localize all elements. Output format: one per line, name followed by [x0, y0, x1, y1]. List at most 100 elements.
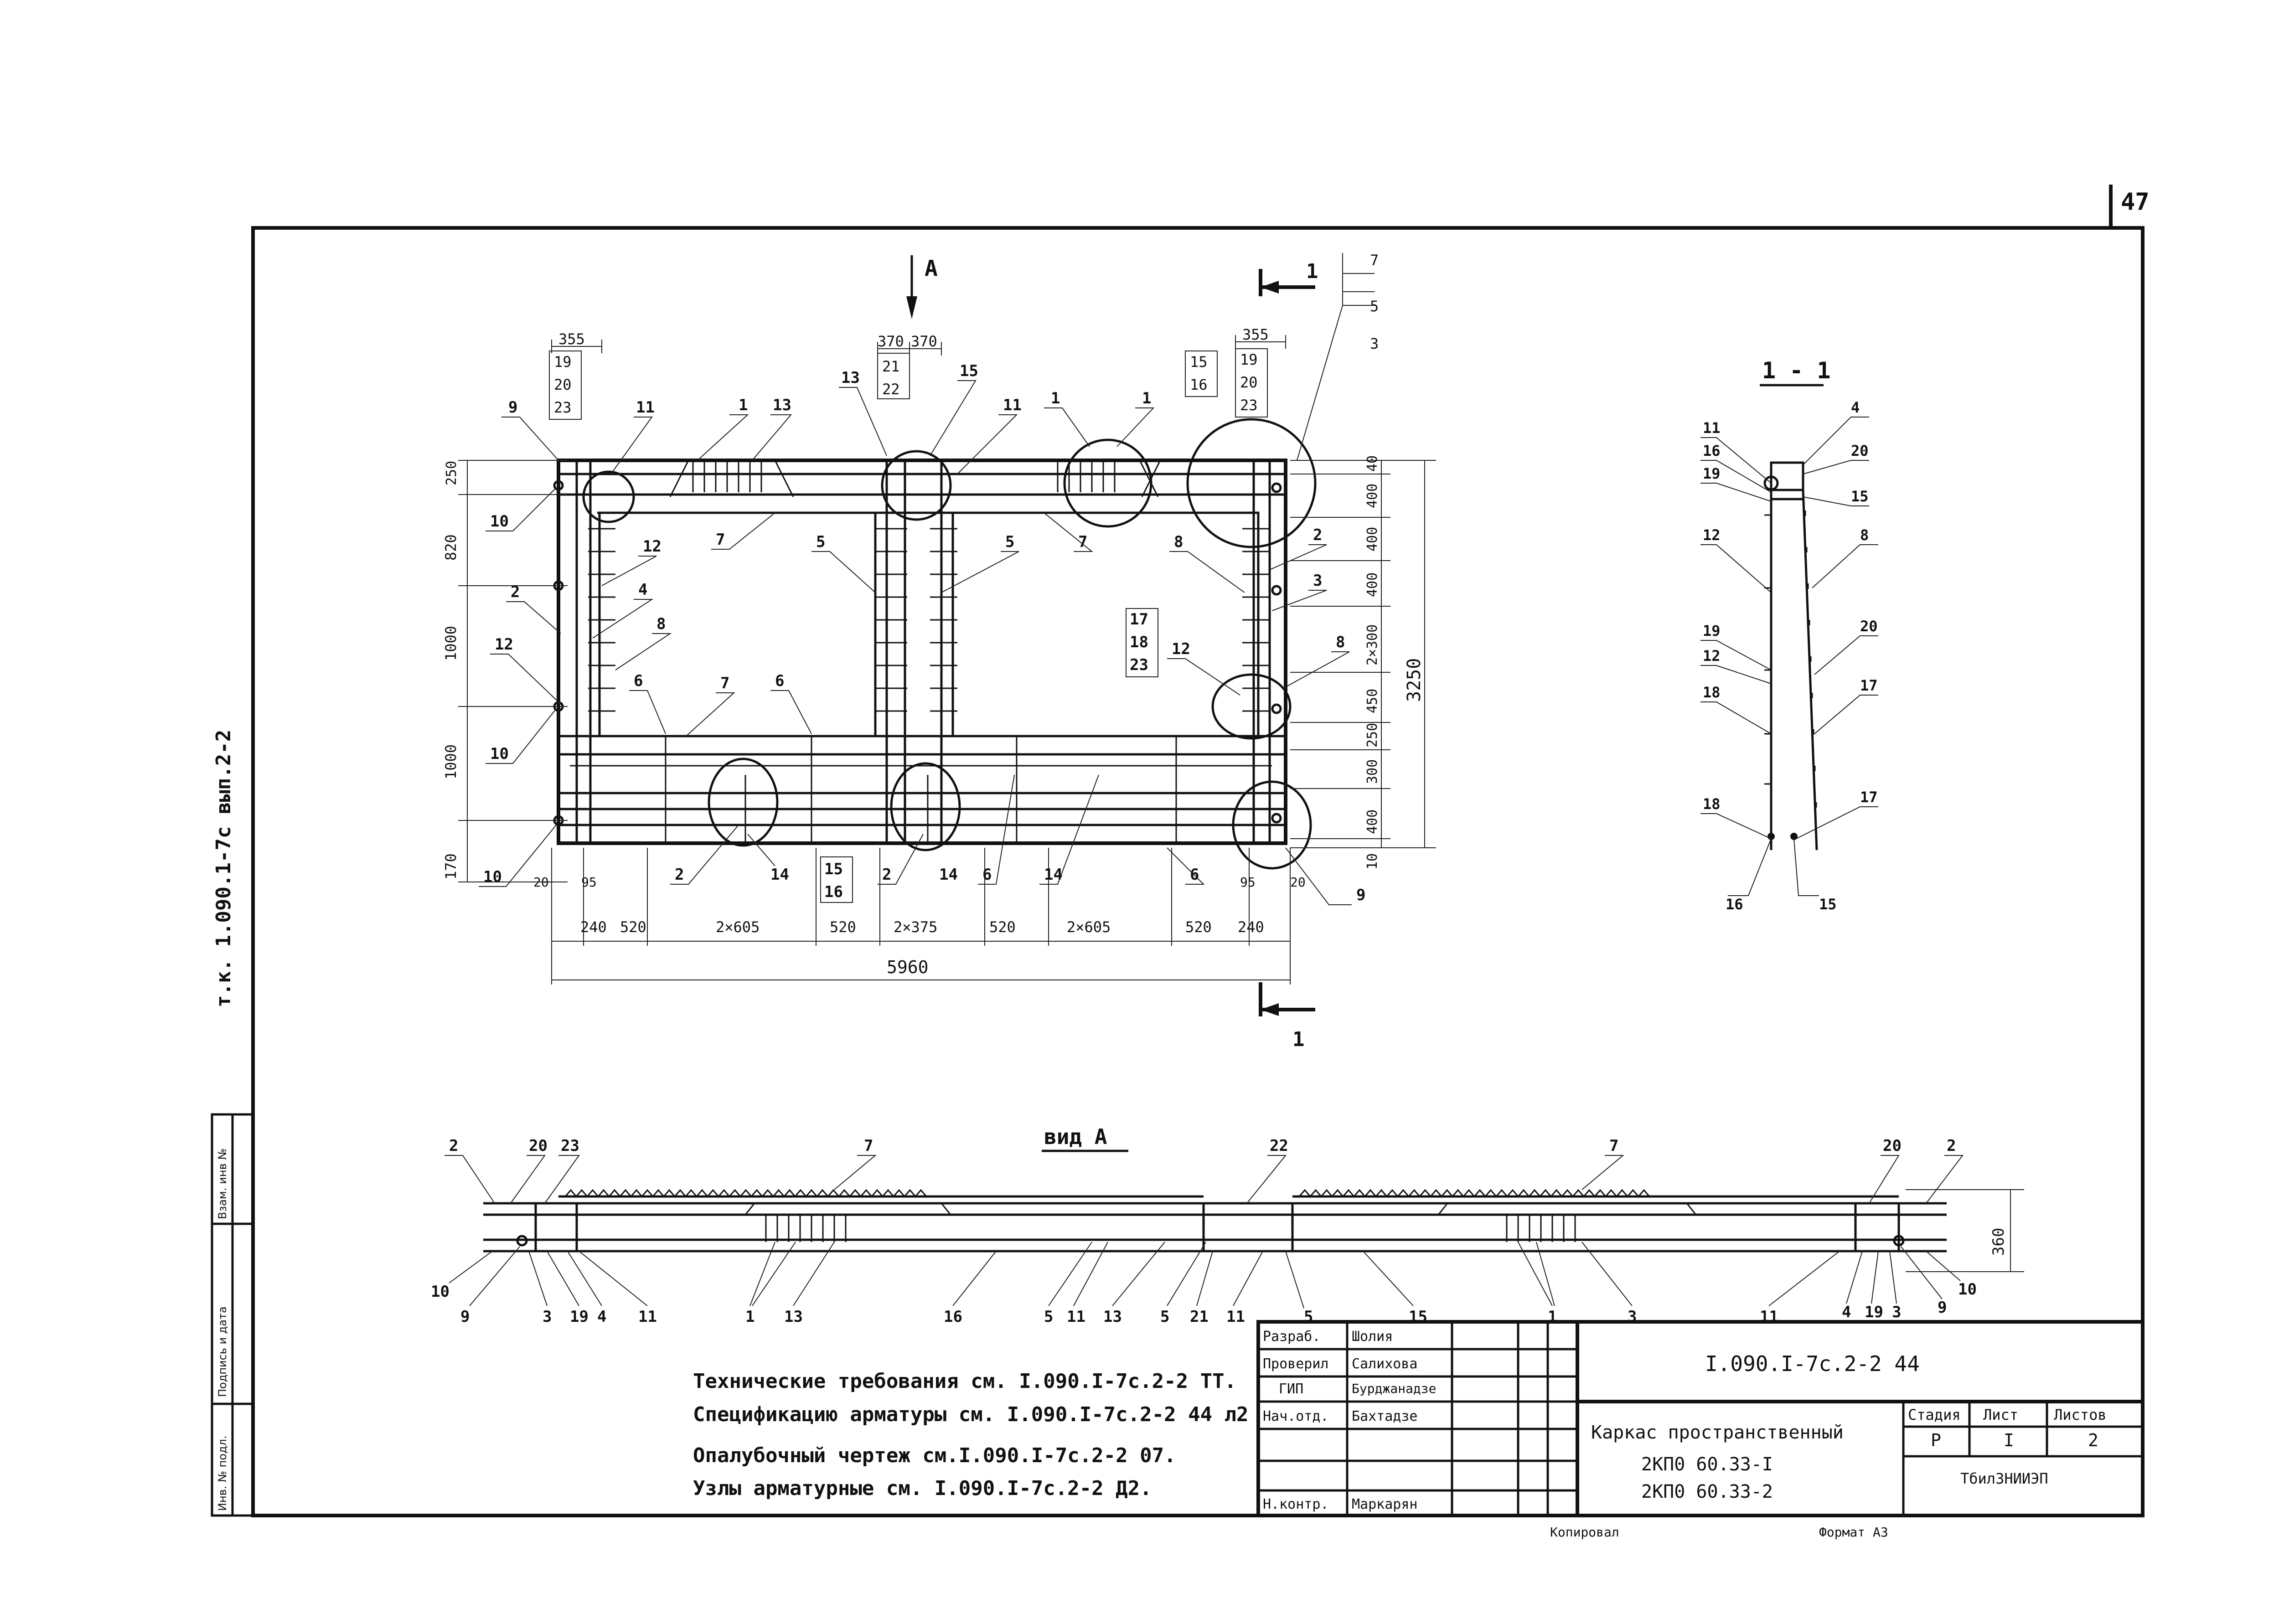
va-leader-23	[544, 1155, 580, 1204]
tb-doc-code: I.090.I-7с.2-2 44	[1705, 1351, 1920, 1376]
callout-3b: 3	[1313, 572, 1322, 590]
leader-1	[697, 414, 749, 461]
va-leader-11d	[1768, 1251, 1840, 1306]
plan-top-ticks-right	[1057, 460, 1116, 492]
callout-14b: 14	[939, 866, 958, 884]
plan-stirrups-mid	[875, 528, 907, 712]
dim-top-mid-b: 370	[911, 333, 937, 350]
leader-7b	[686, 692, 735, 737]
va-callout-13: 13	[784, 1308, 803, 1326]
view-a-mark: А	[925, 256, 938, 281]
leader-14	[747, 834, 775, 866]
dim-bottom-h: 520	[1185, 918, 1212, 936]
va-callout-3: 3	[543, 1308, 552, 1326]
view-a-serration-right	[1298, 1189, 1650, 1198]
va-callout-23: 23	[561, 1137, 579, 1155]
pin-5	[1271, 482, 1282, 493]
plan-top-ticks-left	[692, 460, 762, 492]
leader-12c	[490, 654, 561, 705]
plan-cage-outline	[557, 459, 1287, 845]
dim-top-left-box	[549, 351, 582, 420]
dim-small-d: 20	[1290, 875, 1306, 890]
leader-9b	[1285, 847, 1352, 905]
dim-bottom-total: 5960	[887, 957, 929, 977]
pin-1	[553, 480, 564, 491]
plan-stirrups-left	[588, 528, 615, 712]
view-a-arrow-head	[906, 296, 917, 319]
dim-top-mid-d: 22	[882, 381, 900, 398]
leader-4	[592, 599, 654, 639]
leader-11b	[957, 414, 1018, 474]
sec-leader-16b	[1728, 838, 1772, 896]
va-leader-20	[510, 1155, 546, 1204]
tb-role-2: Проверил	[1263, 1356, 1329, 1372]
va-callout-13b: 13	[1103, 1308, 1122, 1326]
section-ticks-left	[1764, 514, 1771, 785]
va-callout-19b: 19	[1865, 1303, 1883, 1321]
callout-7: 7	[1370, 252, 1379, 269]
dim-bottom-c: 2×605	[716, 918, 760, 936]
dim-right-j: 10	[1364, 853, 1380, 870]
plan-view: А 1 1 355 19 20 23 370 370 21 22 15 16 3…	[442, 252, 1436, 1051]
callout-4: 4	[638, 581, 647, 599]
node-circle-4	[1186, 418, 1317, 548]
dim-right-f: 450	[1364, 689, 1380, 713]
plan-stirrups-mid-2	[930, 528, 957, 712]
callout-2d: 2	[882, 866, 891, 884]
dim-top-right-line	[1235, 335, 1286, 349]
va-callout-10b: 10	[1958, 1280, 1977, 1299]
va-callout-9: 9	[460, 1308, 470, 1326]
title-block-cols	[1346, 1322, 1549, 1516]
pin-8	[1271, 813, 1282, 824]
dim-left-ext	[458, 460, 568, 882]
dim-left-b: 820	[442, 534, 460, 561]
dim-bottom-i: 240	[1238, 918, 1264, 936]
callout-7a: 7	[716, 531, 725, 549]
callout-stack-box	[1126, 608, 1158, 677]
callout-2b: 2	[1313, 526, 1322, 544]
sec-callout-8: 8	[1860, 526, 1869, 544]
tb-title-2: 2КП0 60.33-I	[1641, 1454, 1773, 1475]
sec-callout-16b: 16	[1726, 896, 1743, 913]
sec-callout-15: 15	[1851, 488, 1869, 505]
callout-17: 17	[1130, 610, 1148, 629]
pin-7	[1271, 703, 1282, 714]
va-callout-1: 1	[745, 1308, 754, 1326]
callout-8: 8	[656, 615, 666, 633]
va-callout-2b: 2	[1947, 1137, 1956, 1155]
leader-10	[486, 487, 557, 531]
node-circle-1	[582, 470, 635, 523]
leader-2d	[878, 834, 924, 885]
tb-name-2: Салихова	[1352, 1356, 1418, 1372]
callout-6c: 6	[982, 866, 992, 884]
note-formwork: Опалубочный чертеж см.I.090.I-7с.2-2 07.	[693, 1444, 1176, 1467]
leader-14c	[1039, 774, 1099, 885]
va-leader-20b	[1869, 1155, 1900, 1204]
callout-11: 11	[636, 398, 655, 417]
va-leaders-left	[528, 1251, 648, 1306]
va-callout-11c: 11	[1226, 1308, 1245, 1326]
callout-5b: 5	[1005, 533, 1014, 551]
margin-stamp: Взам. инв № Подпись и дата Инв. № подл.	[211, 1113, 254, 1517]
leader-15	[930, 380, 977, 456]
callout-10b: 10	[490, 745, 509, 763]
callout-16: 16	[824, 883, 843, 901]
plan-bottom-bars-2	[744, 775, 929, 843]
leader-8	[615, 633, 672, 670]
leader-3b	[1271, 590, 1327, 611]
tb-role-1: Разраб.	[1263, 1329, 1321, 1345]
sec-callout-17b: 17	[1860, 789, 1878, 806]
callout-15-16-box	[820, 856, 853, 903]
leader-8b	[1169, 551, 1245, 593]
tb-sheet: I	[2004, 1430, 2014, 1450]
dim-small-a: 20	[533, 875, 549, 890]
leader-12	[601, 556, 657, 586]
callout-9b: 9	[1356, 886, 1365, 904]
va-leader-22	[1246, 1155, 1287, 1204]
callout-6a: 6	[634, 672, 643, 690]
callout-13: 13	[773, 396, 791, 414]
sec-callout-20b: 20	[1860, 618, 1878, 635]
callout-12c: 12	[495, 635, 513, 654]
tb-name-4: Бахтадзе	[1352, 1408, 1418, 1424]
leader-2	[506, 601, 561, 634]
